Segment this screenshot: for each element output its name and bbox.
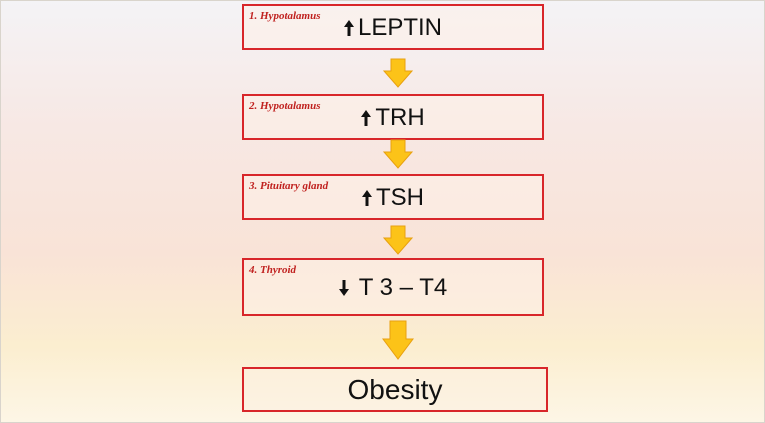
up-arrow-icon	[362, 190, 372, 206]
step-tag: 3. Pituitary gland	[249, 180, 329, 192]
step-box-leptin: 1. Hypotalamus LEPTIN	[242, 4, 544, 50]
up-arrow-icon	[361, 110, 372, 126]
step-tag: 2. Hypotalamus	[249, 100, 321, 112]
step-main: T 3 – T4	[244, 274, 542, 302]
step-label: TSH	[376, 184, 424, 211]
flow-down-arrow-icon	[383, 225, 413, 255]
step-tag: 4. Thyroid	[249, 264, 297, 276]
step-box-tsh: 3. Pituitary gland TSH	[242, 174, 544, 220]
outcome-label: Obesity	[347, 373, 443, 405]
step-label: TRH	[375, 104, 425, 131]
down-arrow-icon	[338, 280, 349, 296]
step-main: LEPTIN	[244, 14, 542, 42]
flow-down-arrow-icon	[383, 139, 413, 169]
flow-down-arrow-icon	[382, 320, 414, 360]
step-label: LEPTIN	[357, 14, 443, 41]
step-main: TSH	[244, 184, 542, 212]
outcome-box-obesity: Obesity	[242, 367, 548, 412]
step-tag: 1. Hypotalamus	[249, 10, 321, 22]
flow-down-arrow-icon	[383, 58, 413, 88]
up-arrow-icon	[343, 20, 354, 36]
step-label: T 3 – T4	[358, 274, 448, 301]
step-box-trh: 2. Hypotalamus TRH	[242, 94, 544, 140]
step-box-thyroid: 4. Thyroid T 3 – T4	[242, 258, 544, 316]
step-main: TRH	[244, 104, 542, 132]
